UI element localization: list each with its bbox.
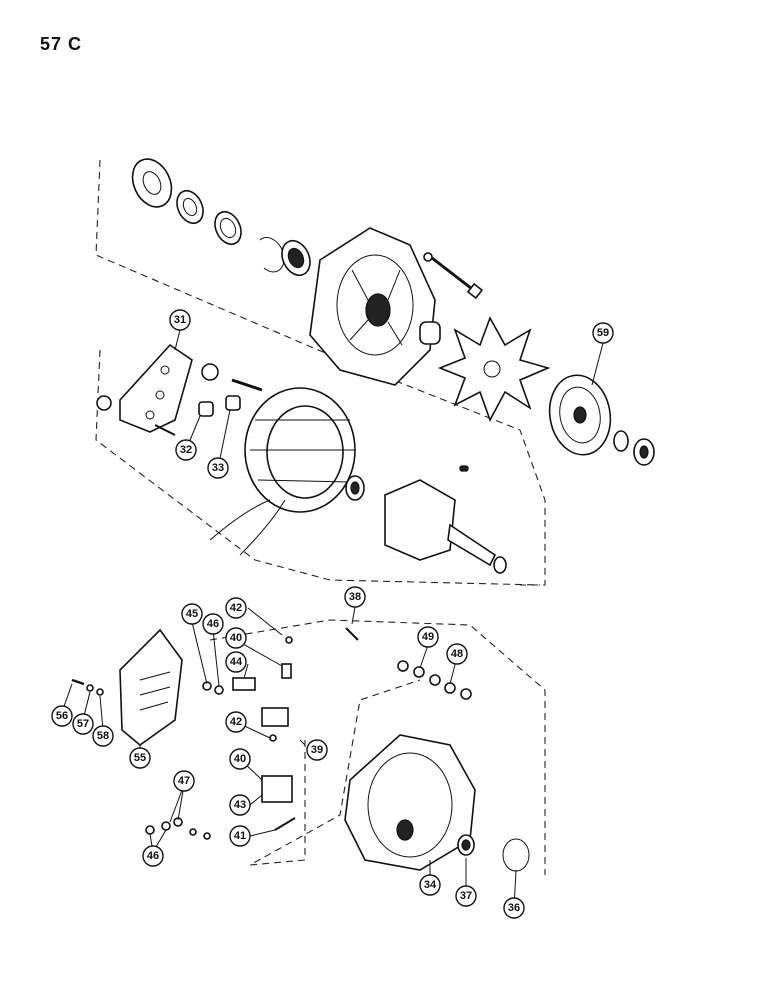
svg-text:31: 31 [174,314,186,326]
lock-washer [613,430,629,452]
callout-41: 41 [229,825,251,847]
assembly-outline-upper [95,159,546,586]
through-bolt [423,252,484,300]
diode-32 [198,401,214,417]
svg-text:34: 34 [424,879,437,891]
svg-text:38: 38 [349,591,361,603]
callout-45: 45 [181,603,203,625]
diode-33 [225,395,241,411]
callout-40b: 40 [229,748,251,770]
svg-text:58: 58 [97,730,109,742]
callout-46a: 46 [202,613,224,635]
assembly-outline-middle [95,349,541,586]
bearing-37 [457,834,475,856]
svg-text:46: 46 [147,850,159,862]
callout-46b: 46 [142,845,164,867]
drive-end-frame [309,227,436,386]
callout-40a: 40 [225,627,247,649]
felt-washer [176,189,204,225]
spacer [419,321,441,345]
callout-36: 36 [503,897,525,919]
svg-text:56: 56 [56,710,68,722]
callout-58: 58 [92,725,114,747]
assembly-outline-regulator [249,679,421,866]
pulley [548,374,612,456]
callout-43: 43 [229,794,251,816]
rotor [384,479,507,574]
svg-text:40: 40 [230,632,242,644]
fan [437,316,551,422]
front-seal [131,158,173,208]
callout-55: 55 [129,747,151,769]
callout-42b: 42 [225,711,247,733]
svg-text:46: 46 [207,618,219,630]
assembly-outline-lower [209,619,546,875]
svg-text:41: 41 [234,830,246,842]
terminal-stud [345,627,359,641]
svg-text:39: 39 [311,744,323,756]
slip-ring-end-frame [344,734,476,871]
svg-text:37: 37 [460,890,472,902]
svg-text:40: 40 [234,753,246,765]
svg-text:42: 42 [230,602,242,614]
callout-42a: 42 [225,597,247,619]
brush-holder-parts [202,636,296,831]
svg-text:47: 47 [178,775,190,787]
svg-text:44: 44 [230,656,243,668]
svg-text:42: 42 [230,716,242,728]
rectifier-screw [154,424,176,436]
stator [209,387,356,556]
callout-32: 32 [175,439,197,461]
svg-text:43: 43 [234,799,246,811]
terminal-nuts [145,817,211,840]
callout-31: 31 [169,309,191,331]
callout-57: 57 [72,713,94,735]
svg-text:45: 45 [186,608,198,620]
svg-text:55: 55 [134,752,146,764]
callout-37: 37 [455,885,477,907]
woodruff-key [459,465,469,472]
pulley-nut [633,438,655,466]
rectifier-bridge [119,343,193,433]
insulator [96,363,219,411]
callout-49: 49 [417,626,439,648]
svg-text:49: 49 [422,631,434,643]
insulator-washers [397,660,472,700]
stator-bolt [231,378,263,392]
front-bearing [281,239,311,277]
o-ring [502,838,530,872]
svg-text:57: 57 [77,718,89,730]
svg-text:32: 32 [180,444,192,456]
callout-38: 38 [344,586,366,608]
voltage-regulator [119,628,183,747]
callout-33: 33 [207,457,229,479]
page-number: 57 C [40,34,83,54]
svg-text:36: 36 [508,902,520,914]
svg-text:48: 48 [451,648,463,660]
callout-47: 47 [173,770,195,792]
callout-34: 34 [419,874,441,896]
bearing-retainer [214,210,242,246]
svg-text:33: 33 [212,462,224,474]
callout-56: 56 [51,705,73,727]
callout-39: 39 [306,739,328,761]
callout-59: 59 [592,322,614,344]
regulator-screw [71,678,104,696]
callout-48: 48 [446,643,468,665]
svg-text:59: 59 [597,327,609,339]
callout-44: 44 [225,651,247,673]
rear-bearing [345,475,365,501]
snap-ring [259,237,285,273]
